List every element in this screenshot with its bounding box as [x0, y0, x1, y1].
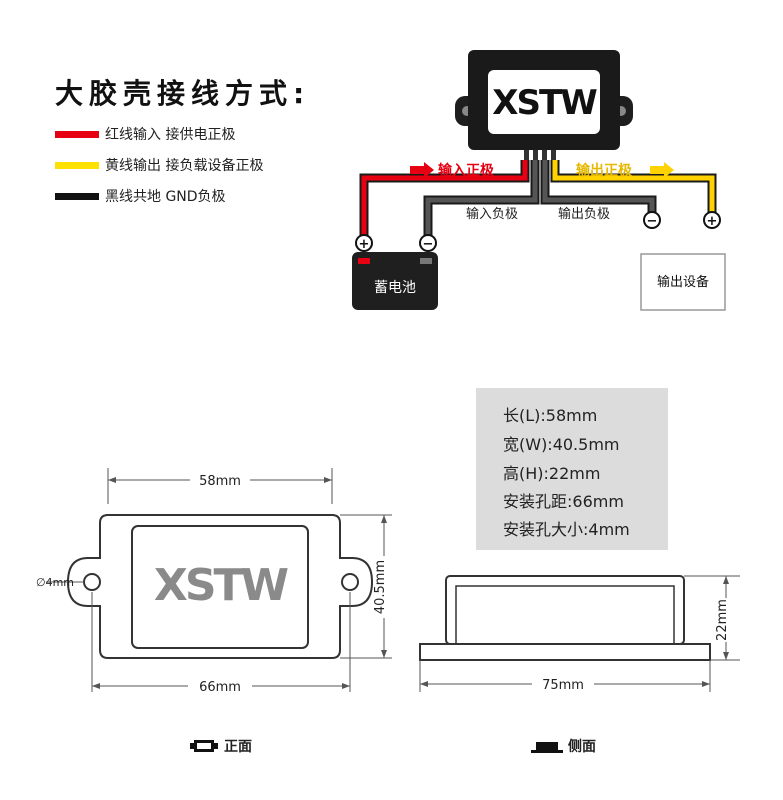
- spec-width: 宽(W):40.5mm: [503, 435, 620, 454]
- battery-label: 蓄电池: [374, 280, 416, 296]
- side-caption: 侧面: [530, 736, 596, 756]
- spec-hole-size: 安装孔大小:4mm: [503, 520, 630, 539]
- front-caption-label: 正面: [224, 739, 252, 755]
- input-positive-label: 输入正极: [438, 162, 495, 179]
- page-title: 大胶壳接线方式:: [55, 77, 311, 110]
- spec-height: 高(H):22mm: [503, 464, 601, 483]
- yellow-wire-swatch: [55, 161, 99, 169]
- wires: [359, 160, 717, 236]
- legend-label-yellow: 黄线输出 接负载设备正极: [105, 158, 264, 174]
- svg-text:+: +: [707, 214, 718, 229]
- wiring-diagram: XSTW 输入正极 输出正极 输入负极 输出负极 蓄电池 + −: [352, 50, 726, 311]
- output-device-label: 输出设备: [657, 274, 709, 290]
- battery-minus-icon: −: [419, 234, 437, 252]
- legend-label-red: 红线输入 接供电正极: [105, 127, 236, 143]
- module-logo: XSTW: [492, 83, 597, 123]
- spec-length: 长(L):58mm: [503, 406, 598, 425]
- right-arrow-icon: [410, 162, 434, 178]
- legend-item-yellow: 黄线输出 接负载设备正极: [55, 155, 263, 175]
- front-height-label: 40.5mm: [373, 560, 388, 614]
- legend-item-black: 黑线共地 GND负极: [55, 186, 226, 206]
- svg-text:−: −: [647, 214, 658, 229]
- side-height-label: 22mm: [715, 599, 730, 641]
- svg-text:−: −: [423, 237, 434, 252]
- legend-label-black: 黑线共地 GND负极: [105, 189, 226, 205]
- input-negative-label: 输入负极: [466, 206, 518, 222]
- hole-size-label: ∅4mm: [36, 576, 74, 589]
- legend-item-red: 红线输入 接供电正极: [55, 124, 235, 144]
- svg-text:+: +: [359, 237, 370, 252]
- output-device: 输出设备: [640, 253, 726, 311]
- right-arrow-icon: [650, 162, 674, 178]
- front-view-icon: [190, 740, 218, 752]
- side-view-drawing: 22mm 75mm: [419, 575, 740, 693]
- front-caption: 正面: [188, 736, 252, 756]
- spec-hole-spacing: 安装孔距:66mm: [503, 492, 624, 511]
- battery: 蓄电池: [352, 252, 438, 310]
- side-view-icon: [531, 742, 563, 753]
- red-wire-swatch: [55, 130, 99, 138]
- front-housing-outline: XSTW: [66, 514, 374, 659]
- battery-plus-icon: +: [355, 234, 373, 252]
- side-housing-outline: [419, 575, 711, 661]
- device-minus-icon: −: [643, 211, 661, 229]
- front-logo: XSTW: [154, 560, 289, 611]
- device-plus-icon: +: [703, 211, 721, 229]
- output-positive-indicator: 输出正极: [576, 162, 674, 179]
- front-width-label: 58mm: [199, 474, 241, 489]
- side-width-label: 75mm: [542, 678, 584, 693]
- front-spacing-label: 66mm: [199, 680, 241, 695]
- converter-module: XSTW: [455, 50, 633, 162]
- output-positive-label: 输出正极: [576, 162, 633, 179]
- front-view-drawing: 58mm XSTW ∅4mm 40.5mm 66mm: [36, 468, 392, 695]
- output-negative-label: 输出负极: [558, 206, 610, 222]
- spec-panel: 长(L):58mm 宽(W):40.5mm 高(H):22mm 安装孔距:66m…: [476, 388, 668, 550]
- input-positive-indicator: 输入正极: [410, 162, 495, 179]
- black-wire-swatch: [55, 192, 99, 200]
- side-caption-label: 侧面: [568, 739, 596, 755]
